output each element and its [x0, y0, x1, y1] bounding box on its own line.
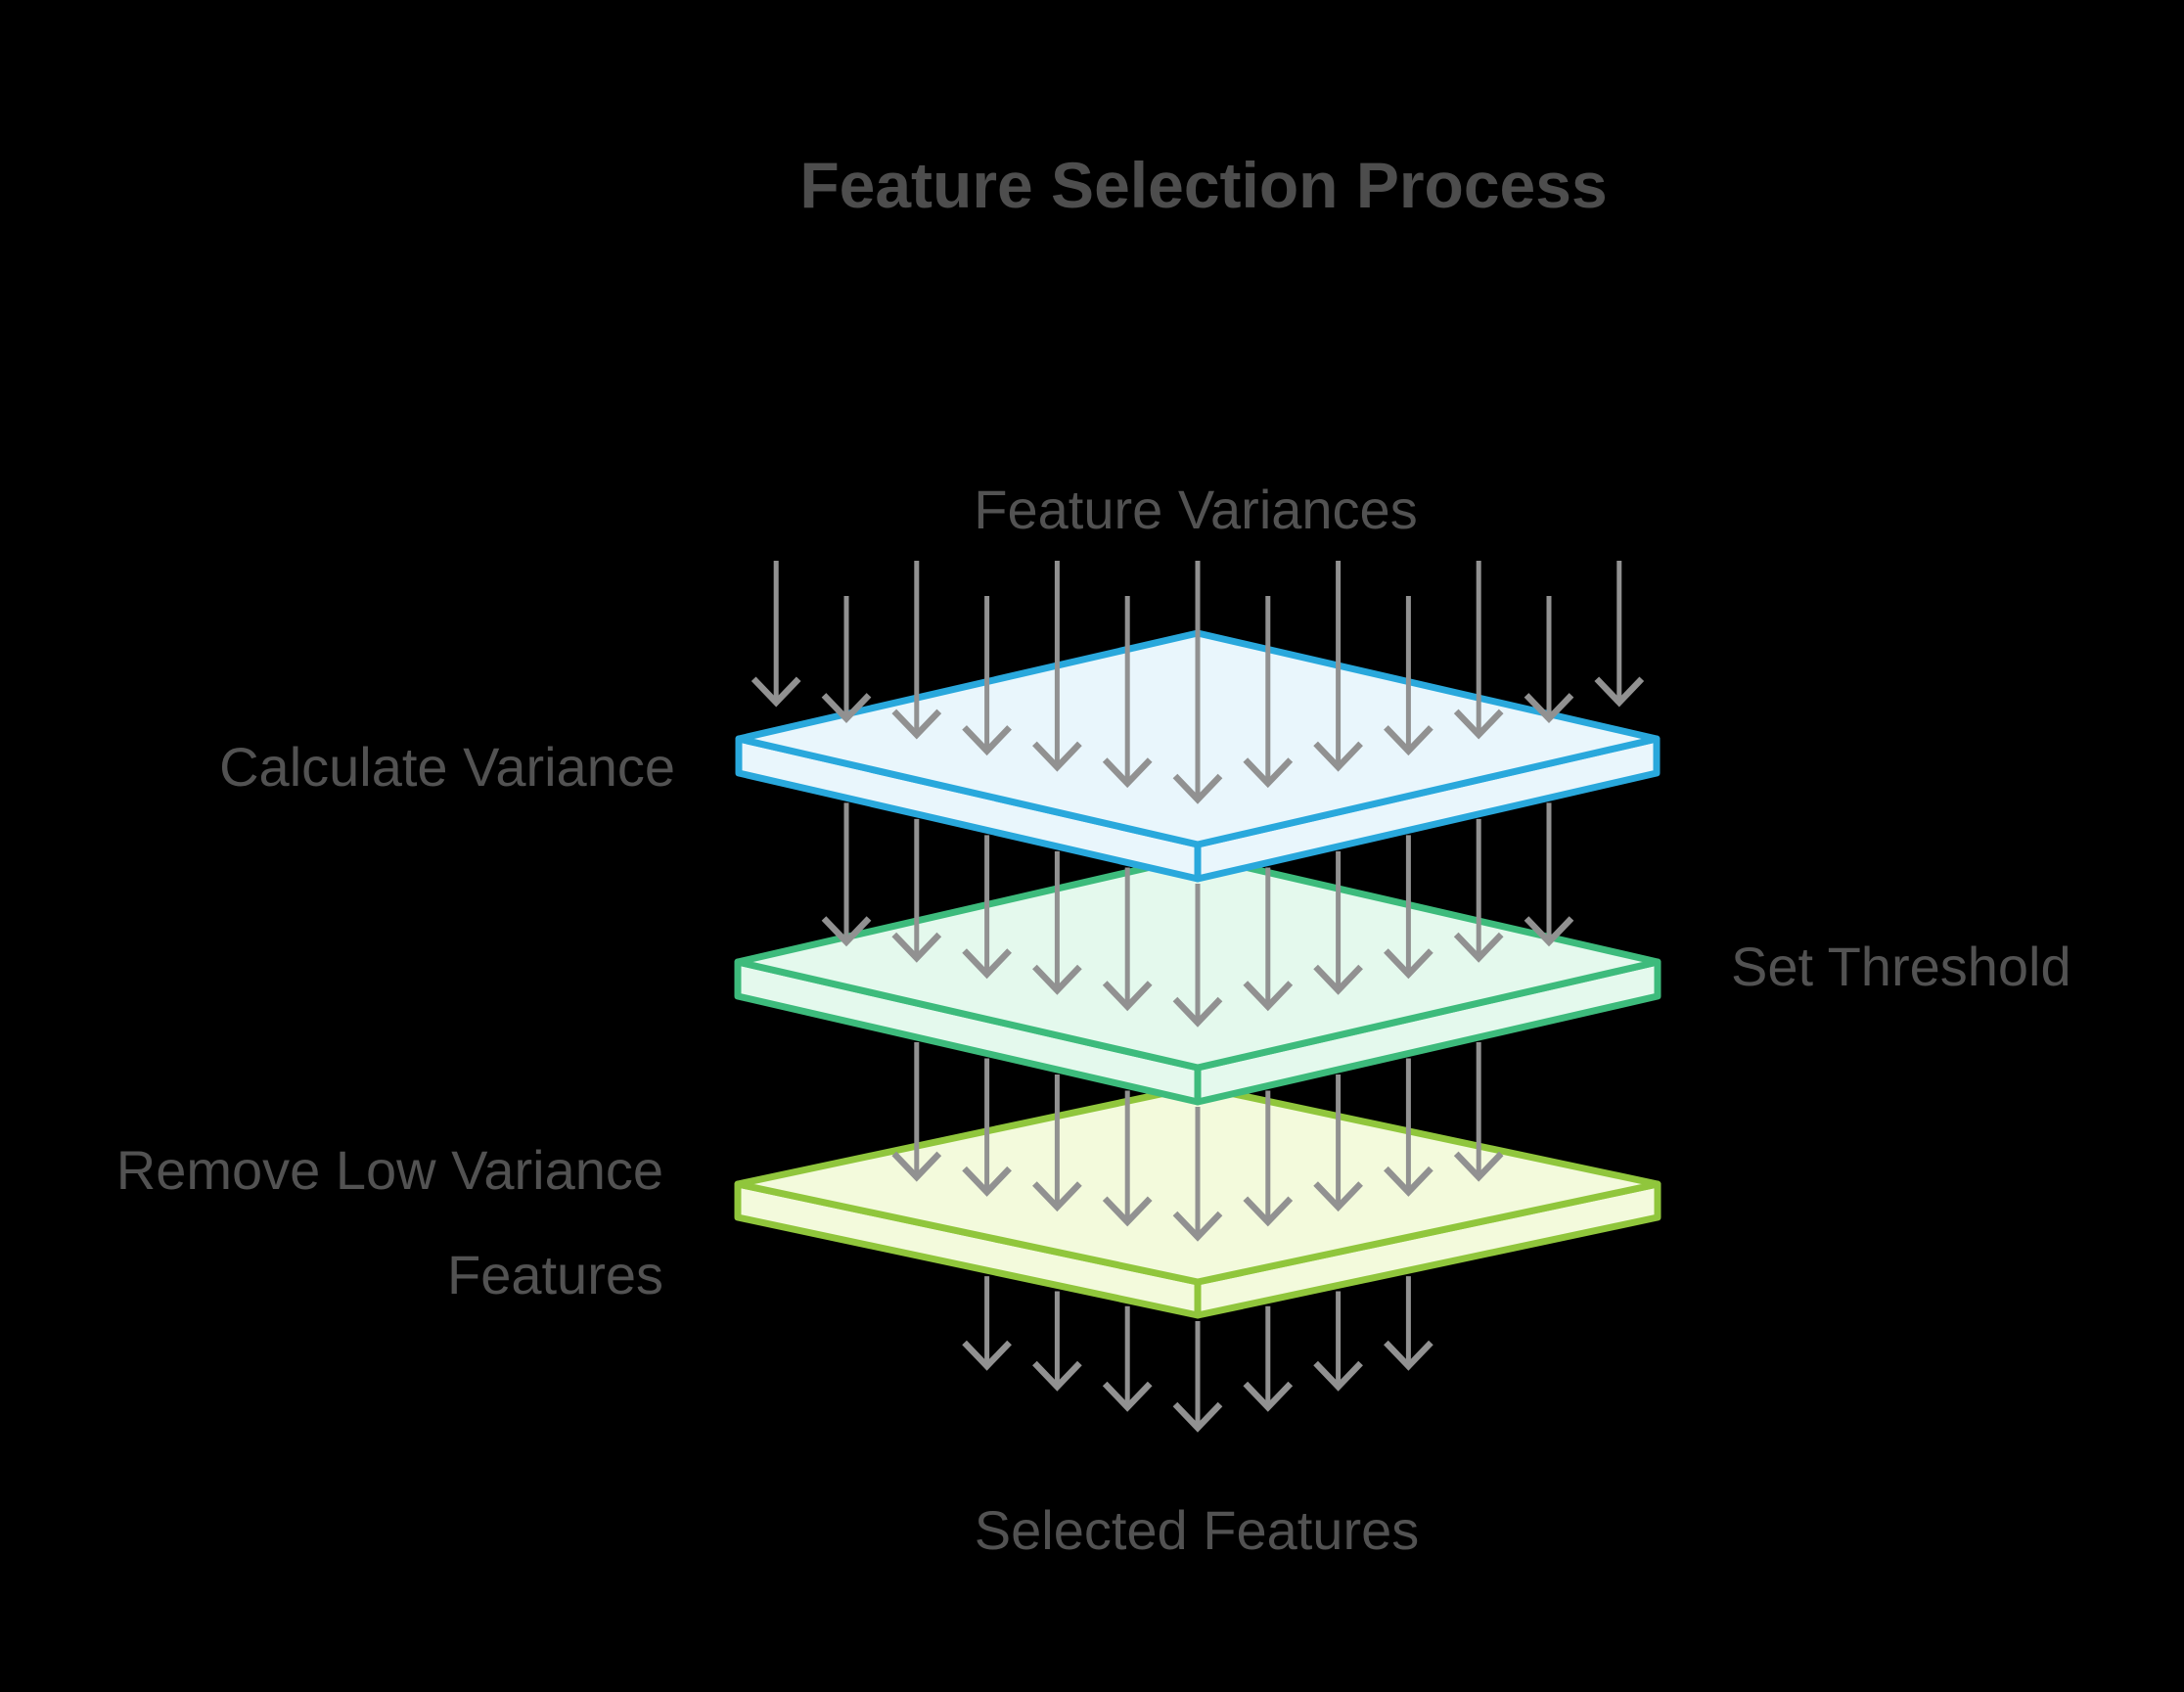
- down-arrow-icon: [1524, 802, 1574, 947]
- output-arrows: [962, 1276, 1433, 1433]
- arrows-layer2-to-layer3: [891, 1042, 1504, 1242]
- down-arrow-icon: [1313, 561, 1363, 772]
- step1-label: Calculate Variance: [219, 736, 675, 798]
- down-arrow-icon: [1172, 561, 1223, 804]
- down-arrow-icon: [1243, 596, 1294, 789]
- down-arrow-icon: [1313, 1075, 1363, 1212]
- down-arrow-icon: [1524, 596, 1574, 724]
- down-arrow-icon: [1102, 1305, 1153, 1412]
- down-arrow-icon: [962, 596, 1012, 756]
- step3-label-line2: Features: [447, 1244, 663, 1305]
- down-arrow-icon: [1243, 1305, 1294, 1412]
- down-arrow-icon: [1453, 561, 1504, 740]
- down-arrow-icon: [1453, 1042, 1504, 1182]
- input-label: Feature Variances: [974, 479, 1417, 540]
- down-arrow-icon: [1384, 1276, 1433, 1371]
- down-arrow-icon: [1102, 1090, 1153, 1227]
- arrows-layer1-to-layer2: [821, 802, 1574, 1028]
- diagram-title: Feature Selection Process: [799, 149, 1607, 221]
- down-arrow-icon: [821, 802, 872, 947]
- down-arrow-icon: [962, 1276, 1012, 1371]
- down-arrow-icon: [821, 596, 872, 724]
- down-arrow-icon: [1172, 884, 1223, 1028]
- down-arrow-icon: [1313, 850, 1363, 995]
- output-label: Selected Features: [975, 1499, 1419, 1561]
- down-arrow-icon: [1172, 1107, 1223, 1242]
- down-arrow-icon: [1032, 1291, 1082, 1392]
- down-arrow-icon: [1453, 818, 1504, 963]
- down-arrow-icon: [1172, 1321, 1223, 1433]
- down-arrow-icon: [1384, 596, 1433, 756]
- down-arrow-icon: [962, 1058, 1012, 1197]
- down-arrow-icon: [1243, 867, 1294, 1012]
- arrow-groups: [751, 561, 1645, 1433]
- down-arrow-icon: [1102, 867, 1153, 1012]
- down-arrow-icon: [891, 1042, 942, 1182]
- step3-label-line1: Remove Low Variance: [116, 1139, 663, 1201]
- label-group: Feature Selection Process Feature Varian…: [116, 149, 2071, 1561]
- down-arrow-icon: [891, 561, 942, 740]
- down-arrow-icon: [1032, 1075, 1082, 1212]
- down-arrow-icon: [1032, 561, 1082, 772]
- down-arrow-icon: [1313, 1291, 1363, 1392]
- down-arrow-icon: [1102, 596, 1153, 789]
- down-arrow-icon: [1032, 850, 1082, 995]
- step2-label: Set Threshold: [1731, 936, 2071, 997]
- down-arrow-icon: [1384, 835, 1433, 980]
- down-arrow-icon: [891, 818, 942, 963]
- down-arrow-icon: [962, 835, 1012, 980]
- down-arrow-icon: [1384, 1058, 1433, 1197]
- down-arrow-icon: [751, 561, 801, 708]
- down-arrow-icon: [1243, 1090, 1294, 1227]
- down-arrow-icon: [1594, 561, 1645, 708]
- input-arrows: [751, 561, 1645, 804]
